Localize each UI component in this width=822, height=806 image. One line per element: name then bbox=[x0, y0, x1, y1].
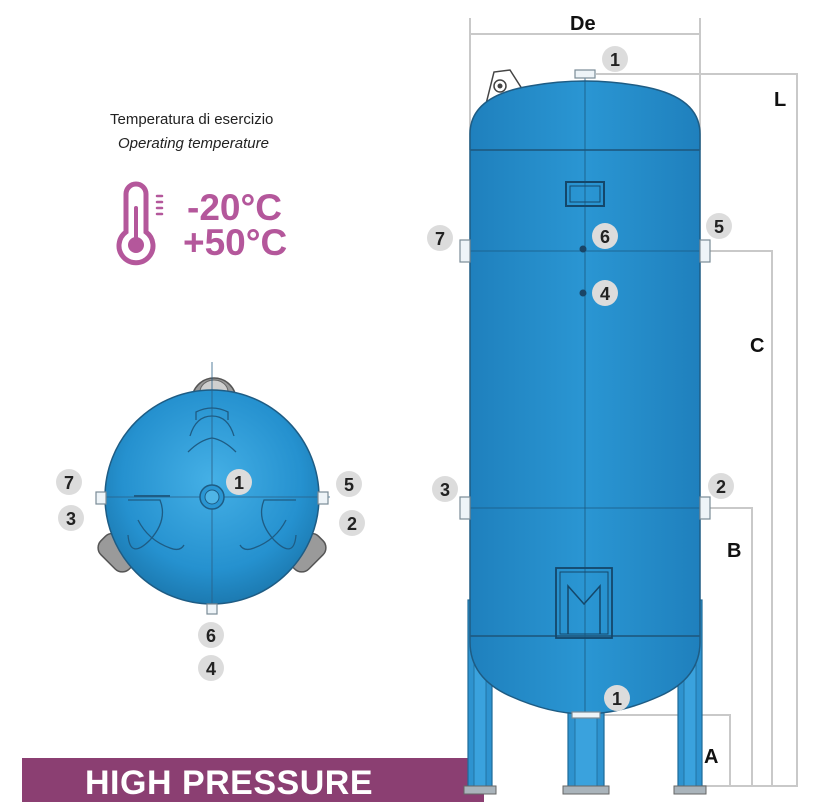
svg-text:1: 1 bbox=[612, 689, 622, 709]
side-view-label-1-bottom: 1 bbox=[604, 685, 630, 711]
temperature-min: -20°C bbox=[187, 187, 282, 228]
top-view-label-6: 6 bbox=[198, 622, 224, 648]
dimension-a-label: A bbox=[704, 746, 718, 768]
temperature-max: +50°C bbox=[183, 222, 287, 263]
top-view-label-7: 7 bbox=[56, 469, 82, 495]
nameplate bbox=[565, 181, 605, 207]
svg-text:2: 2 bbox=[347, 514, 357, 534]
dimension-lines bbox=[469, 18, 798, 787]
operating-temperature-label-it: Temperatura di esercizio bbox=[110, 111, 273, 128]
side-view-label-2: 2 bbox=[708, 473, 734, 499]
thermometer-icon bbox=[116, 181, 164, 266]
top-view-label-5: 5 bbox=[336, 471, 362, 497]
svg-text:1: 1 bbox=[234, 473, 244, 493]
operating-temperature-label-en: Operating temperature bbox=[118, 135, 269, 152]
high-pressure-text: HIGH PRESSURE bbox=[85, 764, 373, 802]
svg-text:5: 5 bbox=[714, 217, 724, 237]
svg-text:5: 5 bbox=[344, 475, 354, 495]
length-label: L bbox=[774, 89, 786, 111]
svg-text:6: 6 bbox=[600, 227, 610, 247]
top-view-label-3: 3 bbox=[58, 505, 84, 531]
svg-text:7: 7 bbox=[435, 229, 445, 249]
manhole bbox=[555, 567, 613, 639]
side-view-label-4: 4 bbox=[592, 280, 618, 306]
svg-text:3: 3 bbox=[66, 509, 76, 529]
dimension-b-label: B bbox=[727, 540, 741, 562]
high-pressure-banner bbox=[22, 758, 484, 802]
side-view-label-1-top: 1 bbox=[602, 46, 628, 72]
tank-top-view bbox=[95, 362, 330, 615]
tank-side-view bbox=[459, 69, 711, 795]
svg-text:3: 3 bbox=[440, 480, 450, 500]
top-view-label-1: 1 bbox=[226, 469, 252, 495]
top-view-label-4: 4 bbox=[198, 655, 224, 681]
diameter-label: De bbox=[570, 13, 596, 35]
side-view-label-3: 3 bbox=[432, 476, 458, 502]
svg-text:4: 4 bbox=[600, 284, 610, 304]
svg-text:7: 7 bbox=[64, 473, 74, 493]
svg-text:6: 6 bbox=[206, 626, 216, 646]
dimension-c-label: C bbox=[750, 335, 764, 357]
side-view-label-6: 6 bbox=[592, 223, 618, 249]
svg-text:2: 2 bbox=[716, 477, 726, 497]
side-view-label-5: 5 bbox=[706, 213, 732, 239]
top-view-label-2: 2 bbox=[339, 510, 365, 536]
svg-text:4: 4 bbox=[206, 659, 216, 679]
svg-text:1: 1 bbox=[610, 50, 620, 70]
side-view-label-7: 7 bbox=[427, 225, 453, 251]
